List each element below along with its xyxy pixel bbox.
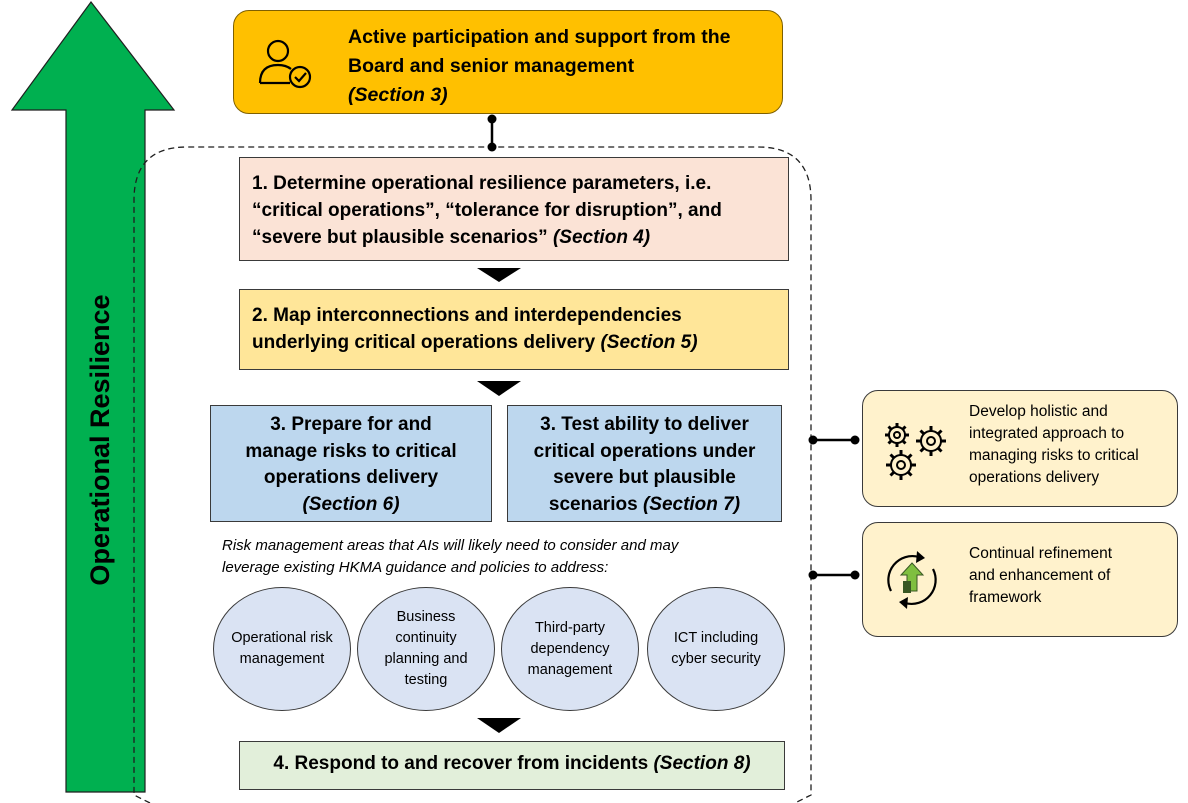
board-support-text: Active participation and support from th… (348, 23, 768, 110)
side2-connector (808, 570, 860, 580)
step3a-line1: 3. Prepare for and (270, 414, 432, 435)
step2-box: 2. Map interconnections and interdepende… (239, 289, 789, 370)
dashed-frame (133, 146, 812, 803)
top-connector (487, 114, 497, 152)
refresh-cycle-icon (887, 551, 937, 609)
area-business-continuity: Business continuity planning and testing (357, 587, 495, 711)
side1-line2: integrated approach to (969, 425, 1125, 442)
step1-line2: “critical operations”, “tolerance for di… (252, 200, 722, 221)
note-line2: leverage existing HKMA guidance and poli… (222, 559, 609, 576)
down-arrow-2 (477, 381, 521, 396)
step1-section: (Section 4) (552, 227, 651, 248)
side2-line1: Continual refinement (969, 545, 1113, 562)
risk-areas-note: Risk management areas that AIs will like… (222, 535, 782, 579)
board-support-line2: Board and senior management (348, 55, 635, 77)
side-box-holistic: Develop holistic and integrated approach… (862, 390, 1178, 507)
step3b-line2: critical operations under (533, 440, 756, 462)
side1-line3: managing risks to critical (969, 447, 1139, 464)
step3b-line3: severe but plausible (553, 467, 736, 488)
side1-connector (808, 435, 860, 445)
board-support-line1: Active participation and support from th… (348, 26, 731, 48)
down-arrow-1 (477, 268, 521, 282)
step2-section: (Section 5) (600, 332, 698, 353)
step4-section: (Section 8) (653, 753, 751, 774)
user-check-icon (258, 39, 312, 89)
step2-line2: underlying critical operations delivery … (252, 332, 698, 353)
step1-box: 1. Determine operational resilience para… (239, 157, 789, 261)
area-operational-risk: Operational risk management (213, 587, 351, 711)
step1-line3: “severe but plausible scenarios” (Sectio… (252, 227, 651, 248)
side2-line2: and enhancement of (969, 567, 1111, 584)
step3b-section: (Section 7) (642, 493, 741, 515)
step4-box: 4. Respond to and recover from incidents… (239, 741, 785, 790)
side1-line1: Develop holistic and (969, 403, 1108, 420)
step3a-line2: manage risks to critical (245, 440, 457, 462)
step1-line1: 1. Determine operational resilience para… (252, 173, 712, 194)
side1-line4: operations delivery (969, 469, 1100, 486)
gears-icon (885, 423, 946, 480)
step3-prepare-box: 3. Prepare for and manage risks to criti… (210, 405, 492, 522)
area-ict-cyber: ICT including cyber security (647, 587, 785, 711)
area-third-party: Third-party dependency management (501, 587, 639, 711)
step3b-line1: 3. Test ability to deliver (540, 414, 749, 435)
down-arrow-3 (477, 718, 521, 733)
step3-test-box: 3. Test ability to deliver critical oper… (507, 405, 782, 522)
arrow-label: Operational Resilience (85, 294, 115, 586)
step2-line1: 2. Map interconnections and interdepende… (252, 305, 682, 326)
step4-text: 4. Respond to and recover from incidents (273, 753, 649, 774)
side-box-refinement: Continual refinement and enhancement of … (862, 522, 1178, 637)
note-line1: Risk management areas that AIs will like… (222, 537, 679, 554)
step3b-line4: scenarios (Section 7) (548, 493, 741, 515)
board-support-section: (Section 3) (348, 84, 448, 106)
side2-line3: framework (969, 589, 1042, 606)
step3a-section: (Section 6) (302, 493, 400, 515)
board-support-box (233, 10, 783, 114)
step3a-line3: operations delivery (263, 467, 439, 488)
